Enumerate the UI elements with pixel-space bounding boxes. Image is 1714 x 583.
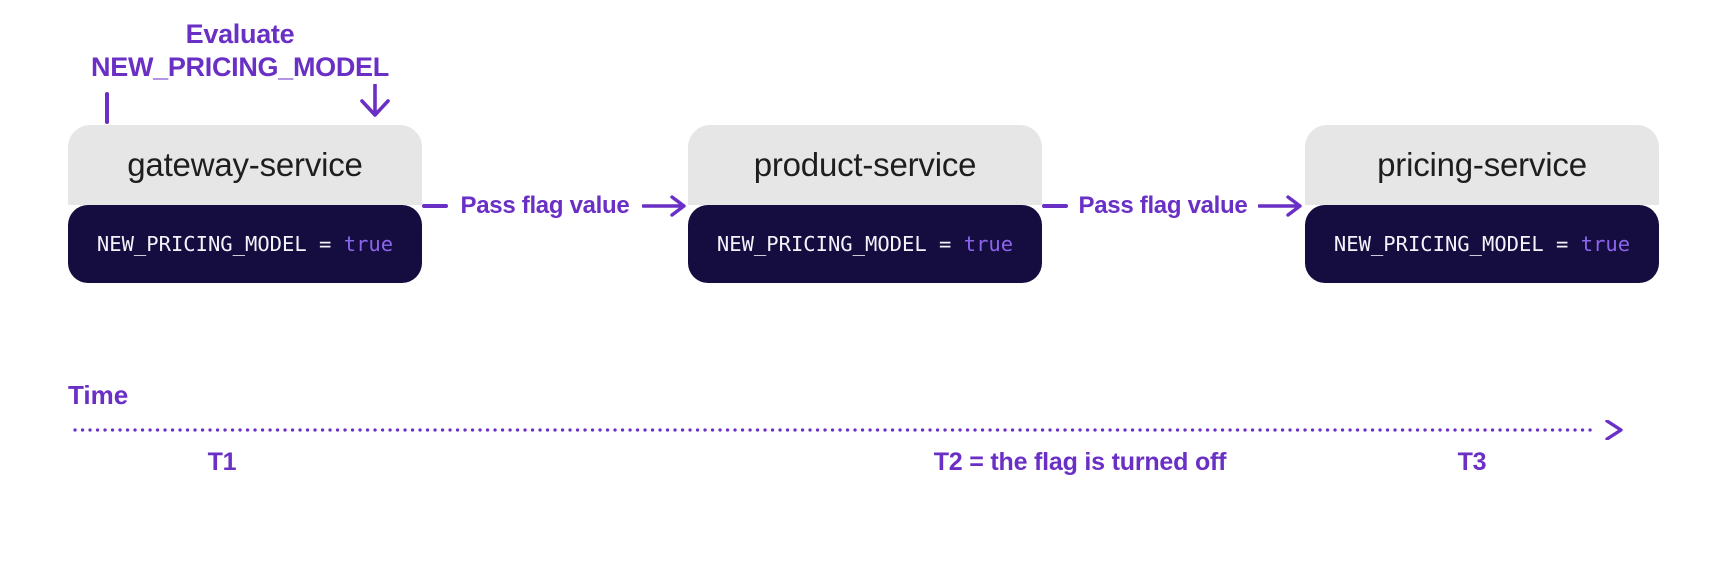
flag-state-pricing: NEW_PRICING_MODEL = true <box>1305 205 1659 283</box>
evaluate-pointer-line <box>105 92 109 124</box>
flag-state-product: NEW_PRICING_MODEL = true <box>688 205 1042 283</box>
flag-name-label: NEW_PRICING_MODEL = <box>96 232 344 256</box>
evaluate-annotation-line1: Evaluate <box>185 19 295 49</box>
connector-dash <box>422 204 448 208</box>
time-axis-label: Time <box>68 380 129 410</box>
flag-name-label: NEW_PRICING_MODEL = <box>1333 232 1581 256</box>
time-axis-dotted-arrow <box>73 420 1623 440</box>
service-block-product: product-service NEW_PRICING_MODEL = true <box>688 125 1042 283</box>
pass-flag-value-label: Pass flag value <box>1078 192 1248 219</box>
flag-state-gateway: NEW_PRICING_MODEL = true <box>68 205 422 283</box>
evaluate-down-arrow-icon <box>360 84 390 117</box>
evaluate-annotation-line2: NEW_PRICING_MODEL <box>91 52 389 82</box>
right-arrow-icon <box>642 195 686 217</box>
connector-gateway-to-product: Pass flag value <box>422 186 688 226</box>
time-marker-t3: T3 <box>1457 448 1487 476</box>
flag-value-label: true <box>343 232 394 256</box>
service-name-product: product-service <box>688 125 1042 205</box>
service-name-pricing: pricing-service <box>1305 125 1659 205</box>
connector-product-to-pricing: Pass flag value <box>1042 186 1304 226</box>
time-marker-t1: T1 <box>207 448 237 476</box>
evaluate-annotation: Evaluate NEW_PRICING_MODEL <box>91 18 389 84</box>
service-name-label: gateway-service <box>127 146 363 183</box>
time-marker-t2: T2 = the flag is turned off <box>933 448 1227 476</box>
service-name-gateway: gateway-service <box>68 125 422 205</box>
flag-value-label: true <box>1580 232 1631 256</box>
service-name-label: product-service <box>753 146 977 183</box>
service-block-pricing: pricing-service NEW_PRICING_MODEL = true <box>1305 125 1659 283</box>
right-arrow-icon <box>1258 195 1302 217</box>
flag-name-label: NEW_PRICING_MODEL = <box>716 232 964 256</box>
connector-dash <box>1042 204 1068 208</box>
service-name-label: pricing-service <box>1377 146 1587 183</box>
service-block-gateway: gateway-service NEW_PRICING_MODEL = true <box>68 125 422 283</box>
pass-flag-value-label: Pass flag value <box>460 192 630 219</box>
flag-value-label: true <box>963 232 1014 256</box>
